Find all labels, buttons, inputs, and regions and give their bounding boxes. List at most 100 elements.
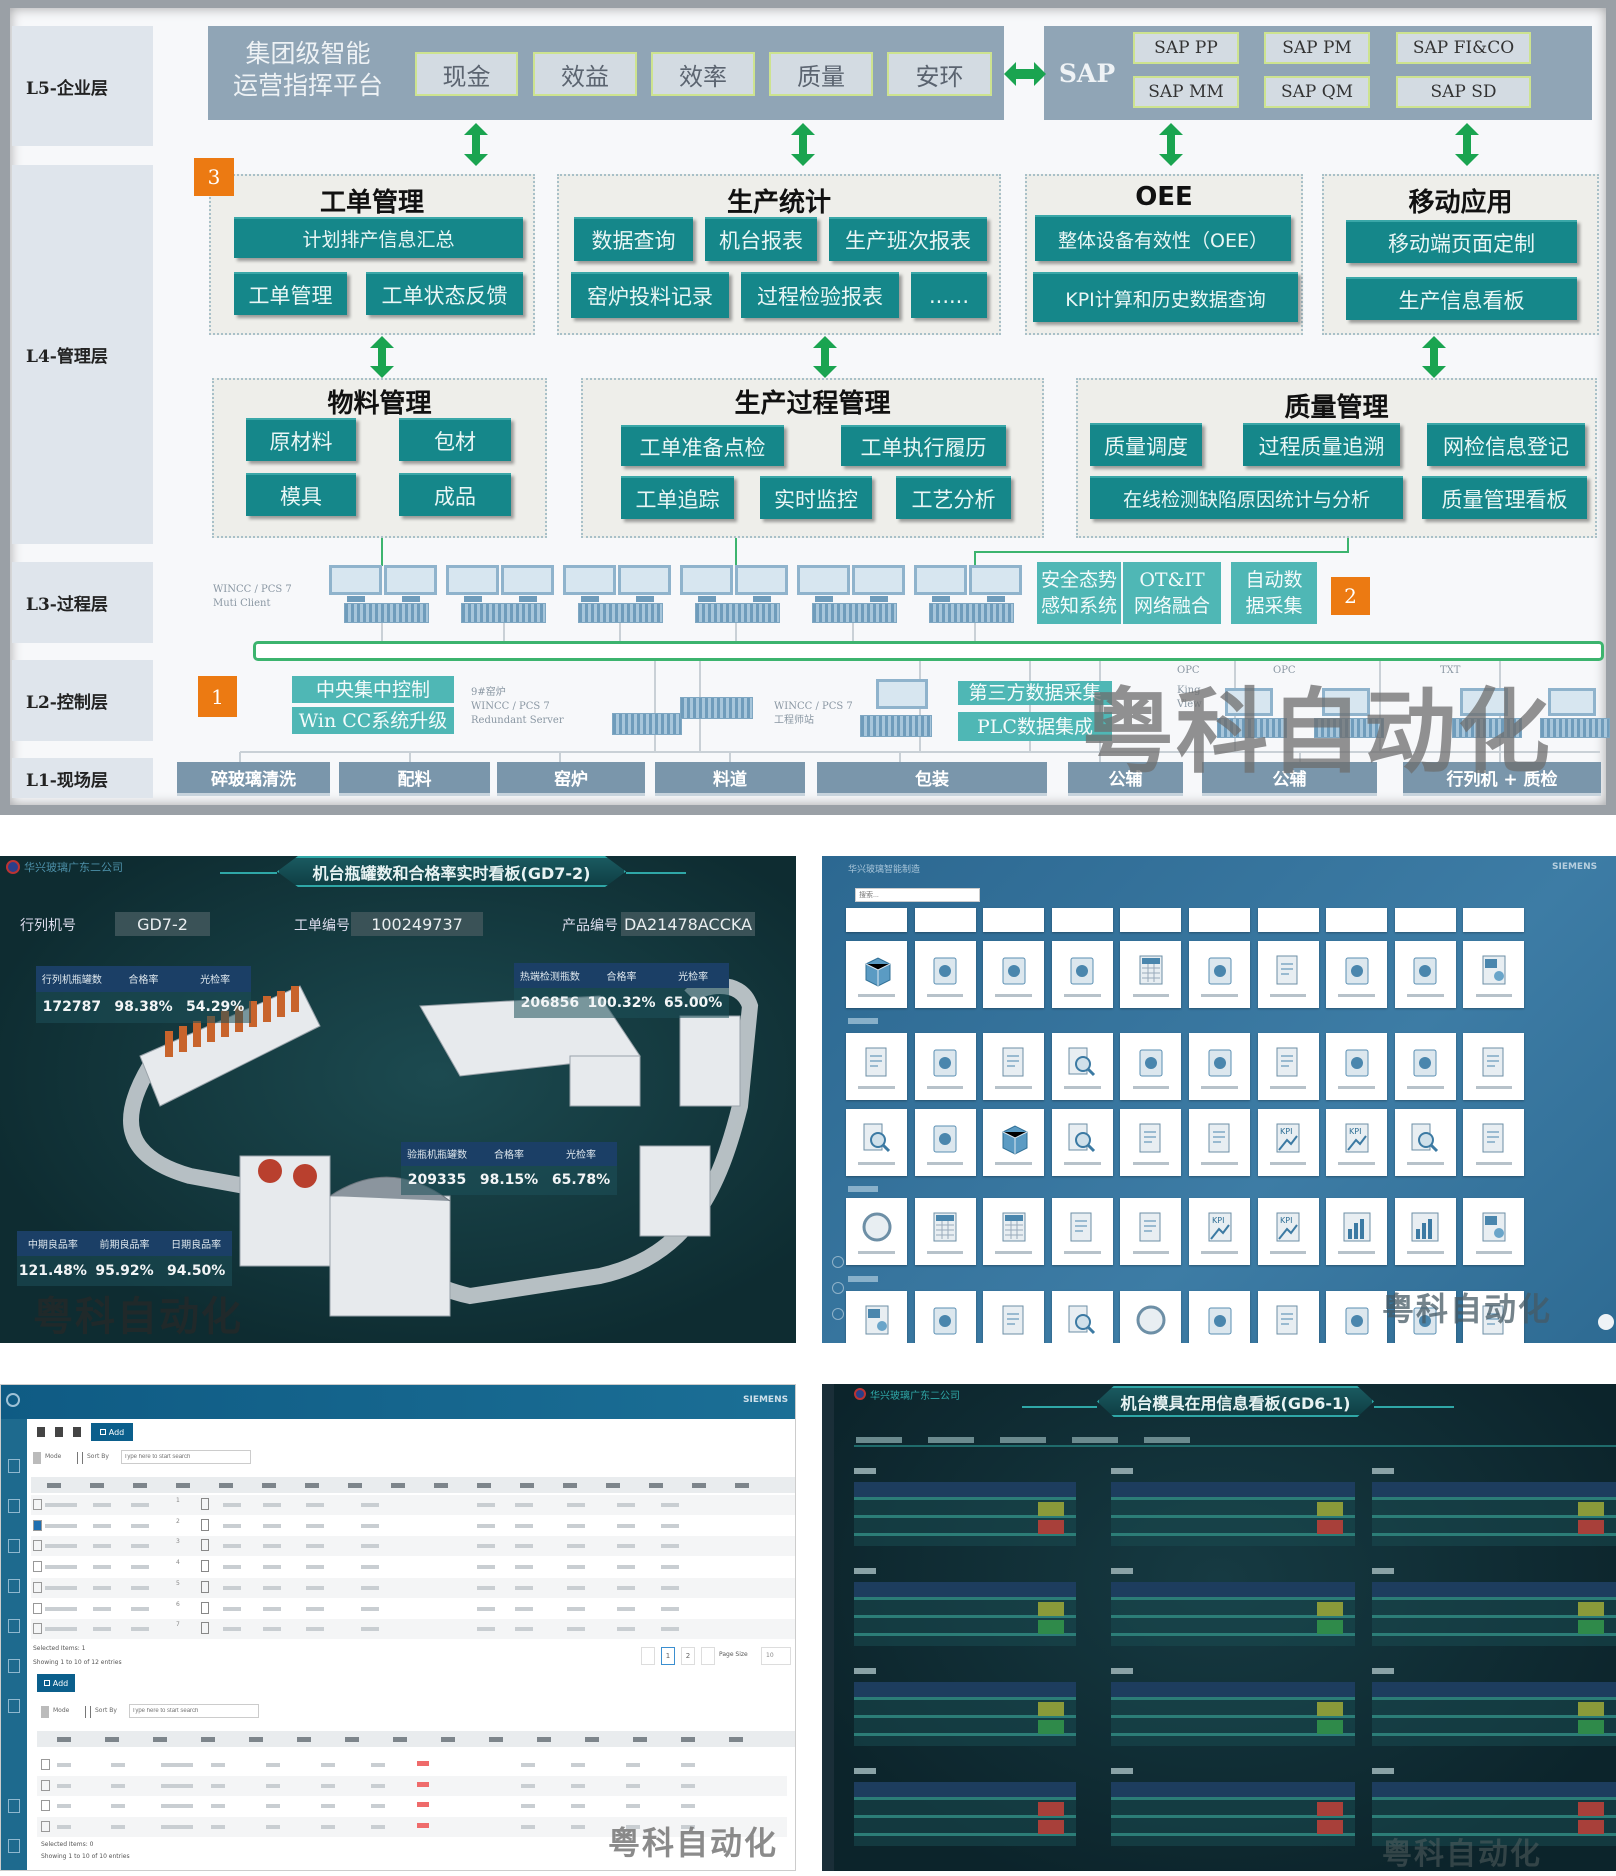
sidebar-nav-icon[interactable] bbox=[8, 1539, 20, 1553]
app-tile[interactable] bbox=[1394, 1109, 1456, 1176]
app-tile[interactable] bbox=[983, 1198, 1045, 1265]
delete-icon[interactable] bbox=[73, 1427, 81, 1437]
app-tile[interactable] bbox=[1120, 1198, 1182, 1265]
row-checkbox[interactable] bbox=[41, 1759, 50, 1770]
sidebar-nav-icon[interactable] bbox=[832, 1282, 844, 1294]
app-tile[interactable] bbox=[1051, 1109, 1113, 1176]
edit-row-icon[interactable] bbox=[201, 1560, 209, 1573]
app-tile[interactable] bbox=[1051, 1033, 1113, 1100]
row-checkbox[interactable] bbox=[33, 1561, 42, 1573]
table-row[interactable] bbox=[31, 1536, 795, 1557]
app-tile[interactable] bbox=[1257, 1033, 1319, 1100]
app-tile[interactable] bbox=[914, 1109, 976, 1176]
app-tile[interactable] bbox=[983, 1291, 1045, 1343]
app-tile[interactable] bbox=[1051, 941, 1113, 1008]
mode-toggle[interactable] bbox=[33, 1452, 41, 1464]
sidebar-nav-icon[interactable] bbox=[8, 1619, 20, 1633]
page-button[interactable]: 1 bbox=[661, 1647, 675, 1665]
app-tile[interactable] bbox=[1257, 908, 1319, 932]
sidebar-nav-icon[interactable] bbox=[8, 1799, 20, 1813]
app-tile[interactable]: KPI bbox=[1257, 1198, 1319, 1265]
app-tile[interactable] bbox=[1394, 1198, 1456, 1265]
app-tile[interactable]: KPI bbox=[1326, 1109, 1388, 1176]
app-tile[interactable] bbox=[1189, 1291, 1250, 1343]
app-tile[interactable] bbox=[1189, 941, 1250, 1008]
table-row[interactable] bbox=[31, 1557, 795, 1578]
app-tile[interactable] bbox=[983, 1033, 1045, 1100]
app-tile[interactable] bbox=[846, 908, 907, 932]
app-tile[interactable] bbox=[1120, 1033, 1182, 1100]
app-tile[interactable] bbox=[914, 1198, 976, 1265]
edit-row-icon[interactable] bbox=[201, 1539, 209, 1552]
app-tile[interactable] bbox=[846, 1198, 907, 1265]
app-tile[interactable] bbox=[1051, 908, 1113, 932]
row-checkbox[interactable] bbox=[33, 1581, 42, 1593]
app-tile[interactable] bbox=[1463, 1291, 1525, 1343]
row-checkbox[interactable] bbox=[33, 1540, 42, 1552]
edit-row-icon[interactable] bbox=[201, 1601, 209, 1614]
row-checkbox[interactable] bbox=[33, 1602, 42, 1614]
table-row[interactable] bbox=[31, 1577, 795, 1598]
app-tile[interactable] bbox=[914, 1033, 976, 1100]
app-tile[interactable] bbox=[1326, 1291, 1388, 1343]
next-page-button[interactable] bbox=[701, 1647, 715, 1665]
app-tile[interactable] bbox=[1394, 908, 1456, 932]
app-tile[interactable] bbox=[1120, 1291, 1182, 1343]
app-tile[interactable] bbox=[914, 908, 976, 932]
app-tile[interactable] bbox=[1051, 1198, 1113, 1265]
columns-icon[interactable] bbox=[55, 1427, 63, 1437]
table-row[interactable] bbox=[37, 1796, 787, 1816]
app-tile[interactable] bbox=[1120, 908, 1182, 932]
page-button[interactable]: 2 bbox=[681, 1647, 695, 1665]
edit-row-icon[interactable] bbox=[201, 1622, 209, 1635]
app-tile[interactable] bbox=[1326, 941, 1388, 1008]
app-tile[interactable] bbox=[1326, 1198, 1388, 1265]
app-tile[interactable] bbox=[1326, 1033, 1388, 1100]
add-button[interactable]: Add bbox=[37, 1674, 75, 1692]
sidebar-nav-icon[interactable] bbox=[832, 1308, 844, 1320]
app-tile[interactable] bbox=[1463, 1198, 1525, 1265]
app-tile[interactable] bbox=[983, 941, 1045, 1008]
table-row[interactable] bbox=[37, 1816, 787, 1837]
app-tile[interactable] bbox=[1189, 1109, 1250, 1176]
table-search-input[interactable] bbox=[129, 1704, 259, 1718]
app-tile[interactable] bbox=[846, 1033, 907, 1100]
row-checkbox[interactable] bbox=[33, 1519, 42, 1531]
edit-row-icon[interactable] bbox=[201, 1518, 209, 1531]
table-row[interactable] bbox=[31, 1515, 795, 1536]
sidebar-nav-icon[interactable] bbox=[8, 1699, 20, 1713]
app-tile[interactable] bbox=[1394, 941, 1456, 1008]
row-checkbox[interactable] bbox=[33, 1499, 42, 1510]
app-tile[interactable] bbox=[1257, 941, 1319, 1008]
app-search-input[interactable] bbox=[855, 888, 980, 902]
sidebar-nav-icon[interactable] bbox=[832, 1256, 844, 1268]
scroll-top-button[interactable] bbox=[1598, 1314, 1614, 1330]
page-size-select[interactable]: 10 bbox=[761, 1647, 791, 1665]
add-button[interactable]: Add bbox=[91, 1423, 133, 1441]
table-row[interactable] bbox=[31, 1619, 795, 1640]
sidebar-nav-icon[interactable] bbox=[8, 1659, 20, 1673]
app-tile[interactable] bbox=[846, 941, 907, 1008]
row-checkbox[interactable] bbox=[41, 1779, 50, 1791]
sidebar-nav-icon[interactable] bbox=[8, 1579, 20, 1593]
table-row[interactable] bbox=[37, 1775, 787, 1796]
table-row[interactable] bbox=[37, 1755, 787, 1775]
app-tile[interactable] bbox=[1051, 1291, 1113, 1343]
app-tile[interactable] bbox=[1463, 941, 1525, 1008]
app-tile[interactable]: KPI bbox=[1257, 1109, 1319, 1176]
sidebar-nav-icon[interactable] bbox=[8, 1499, 20, 1513]
table-row[interactable] bbox=[31, 1598, 795, 1619]
app-tile[interactable] bbox=[1120, 1109, 1182, 1176]
app-tile[interactable] bbox=[846, 1291, 907, 1343]
app-tile[interactable] bbox=[1463, 1033, 1525, 1100]
edit-row-icon[interactable] bbox=[201, 1580, 209, 1593]
edit-row-icon[interactable] bbox=[201, 1498, 209, 1510]
app-tile[interactable] bbox=[1463, 908, 1525, 932]
row-checkbox[interactable] bbox=[41, 1820, 50, 1832]
app-tile[interactable] bbox=[1394, 1033, 1456, 1100]
row-checkbox[interactable] bbox=[41, 1800, 50, 1811]
app-tile[interactable] bbox=[1189, 908, 1250, 932]
app-tile[interactable] bbox=[1257, 1291, 1319, 1343]
app-tile[interactable] bbox=[1394, 1291, 1456, 1343]
table-search-input[interactable] bbox=[121, 1450, 251, 1464]
